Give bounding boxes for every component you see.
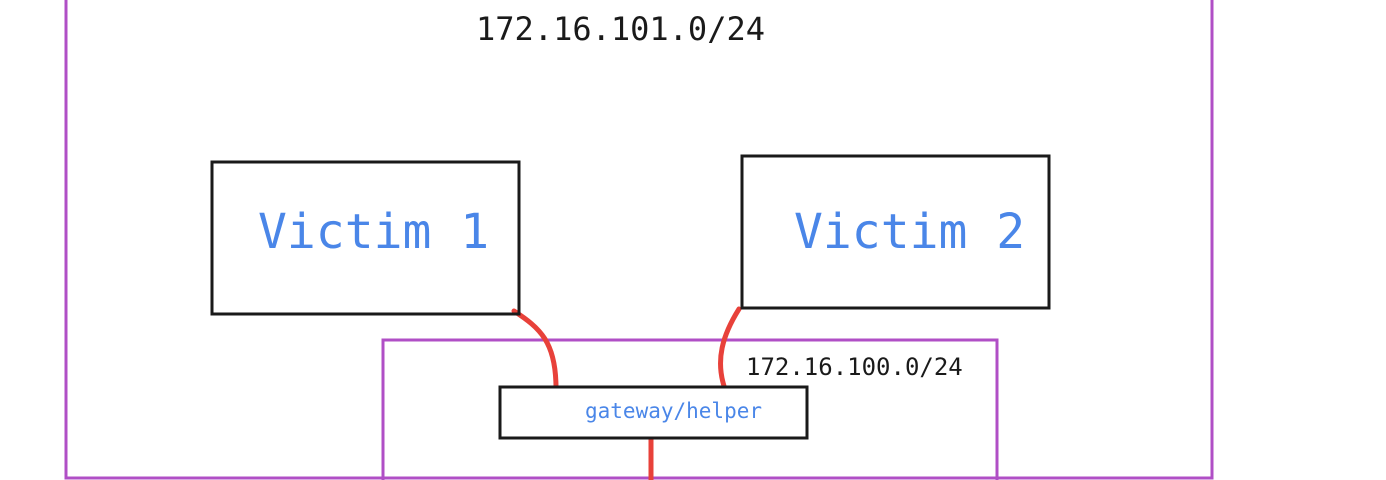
gateway-label: gateway/helper [585,399,762,423]
victim1-box [210,160,521,316]
victim2-box [740,154,1051,310]
inner-subnet-label: 172.16.100.0/24 [746,353,963,381]
link-victim1-gateway [511,308,559,391]
outer-subnet-label: 172.16.101.0/24 [476,10,765,48]
link-victim2-gateway [718,306,742,389]
outer-subnet-boundary [64,0,1214,480]
victim2-label: Victim 2 [794,204,1025,260]
gateway-box [498,385,809,440]
victim1-label: Victim 1 [258,204,489,260]
inner-subnet-boundary [381,338,999,480]
